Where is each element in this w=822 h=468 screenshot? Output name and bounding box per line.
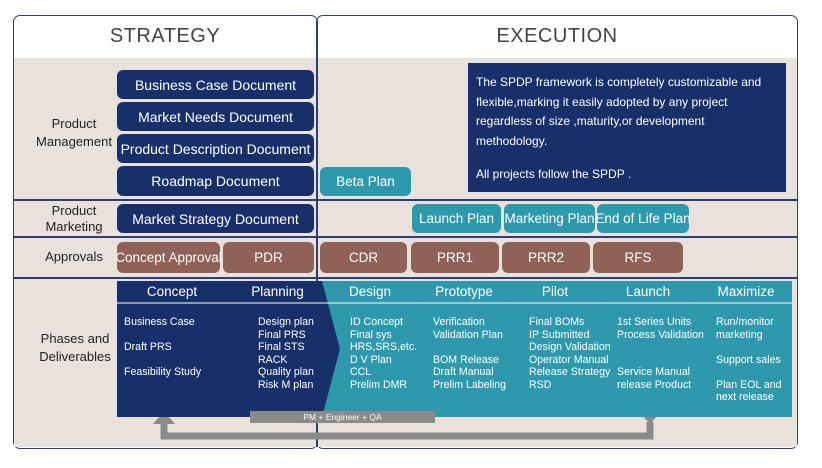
phase-title-concept: Concept [146, 284, 198, 299]
phase-body-pilot: Final BOMs IP Submitted Design Validatio… [529, 316, 611, 391]
prr2-button[interactable]: PRR2 [502, 242, 590, 273]
roadmap-document-button[interactable]: Roadmap Document [117, 166, 314, 196]
divider [316, 58, 318, 447]
phase-body-maximize: Run/monitor marketing Support sales Plan… [716, 316, 782, 403]
row-label-product-marketing: Product Marketing [45, 203, 103, 234]
feedback-label: PM + Engineer + QA [250, 411, 435, 423]
phase-title-maximize: Maximize [717, 284, 775, 299]
phase-title-launch: Launch [625, 284, 671, 299]
concept-chevron [117, 281, 250, 417]
planning-chevron [230, 281, 342, 417]
divider [14, 236, 797, 238]
row-label-product-management: Product Management [36, 116, 112, 149]
marketing-plan-button[interactable]: Marketing Plan [504, 204, 595, 233]
rfs-button[interactable]: RFS [593, 242, 683, 273]
business-case-document-button[interactable]: Business Case Document [117, 70, 314, 99]
market-needs-document-button[interactable]: Market Needs Document [117, 102, 314, 131]
launch-plan-button[interactable]: Launch Plan [412, 204, 501, 233]
phase-body-planning: Design plan Final PRS Final STS RACK Qua… [258, 316, 314, 391]
phase-body-design: ID Concept Final sys HRS,SRS,etc. D V Pl… [350, 316, 418, 391]
framework-note-text: The SPDP framework is completely customi… [476, 75, 762, 148]
phase-title-pilot: Pilot [541, 284, 569, 299]
phase-body-launch: 1st Series Units Process Validation Serv… [617, 316, 704, 391]
divider [14, 277, 797, 279]
framework-note-text2: All projects follow the SPDP . [476, 167, 632, 181]
row-label-phases: Phases and Deliverables [39, 331, 111, 364]
beta-plan-button[interactable]: Beta Plan [320, 167, 411, 196]
maximize-chevron [690, 281, 792, 417]
product-description-document-button[interactable]: Product Description Document [117, 134, 314, 163]
design-chevron [322, 281, 432, 417]
strategy-header: STRATEGY [109, 24, 221, 47]
concept-approval-button[interactable]: Concept Approval [115, 242, 222, 273]
end-of-life-plan-button[interactable]: End of Life Plan [595, 204, 691, 233]
phase-title-design: Design [348, 284, 392, 299]
execution-header: EXECUTION [496, 24, 618, 47]
prr1-button[interactable]: PRR1 [411, 242, 499, 273]
pdr-button[interactable]: PDR [223, 242, 314, 273]
phase-body-prototype: Verification Validation Plan BOM Release… [433, 316, 507, 391]
framework-note: The SPDP framework is completely customi… [468, 63, 786, 192]
prototype-chevron [412, 281, 526, 417]
divider [14, 199, 797, 201]
pilot-chevron [506, 281, 618, 417]
market-strategy-document-button[interactable]: Market Strategy Document [117, 204, 314, 233]
phase-body-concept: Business Case Draft PRS Feasibility Stud… [124, 316, 202, 378]
launch-chevron [598, 281, 710, 417]
cdr-button[interactable]: CDR [320, 242, 407, 273]
phase-title-prototype: Prototype [435, 284, 493, 299]
row-label-approvals: Approvals [45, 249, 103, 264]
phase-title-planning: Planning [251, 284, 304, 299]
